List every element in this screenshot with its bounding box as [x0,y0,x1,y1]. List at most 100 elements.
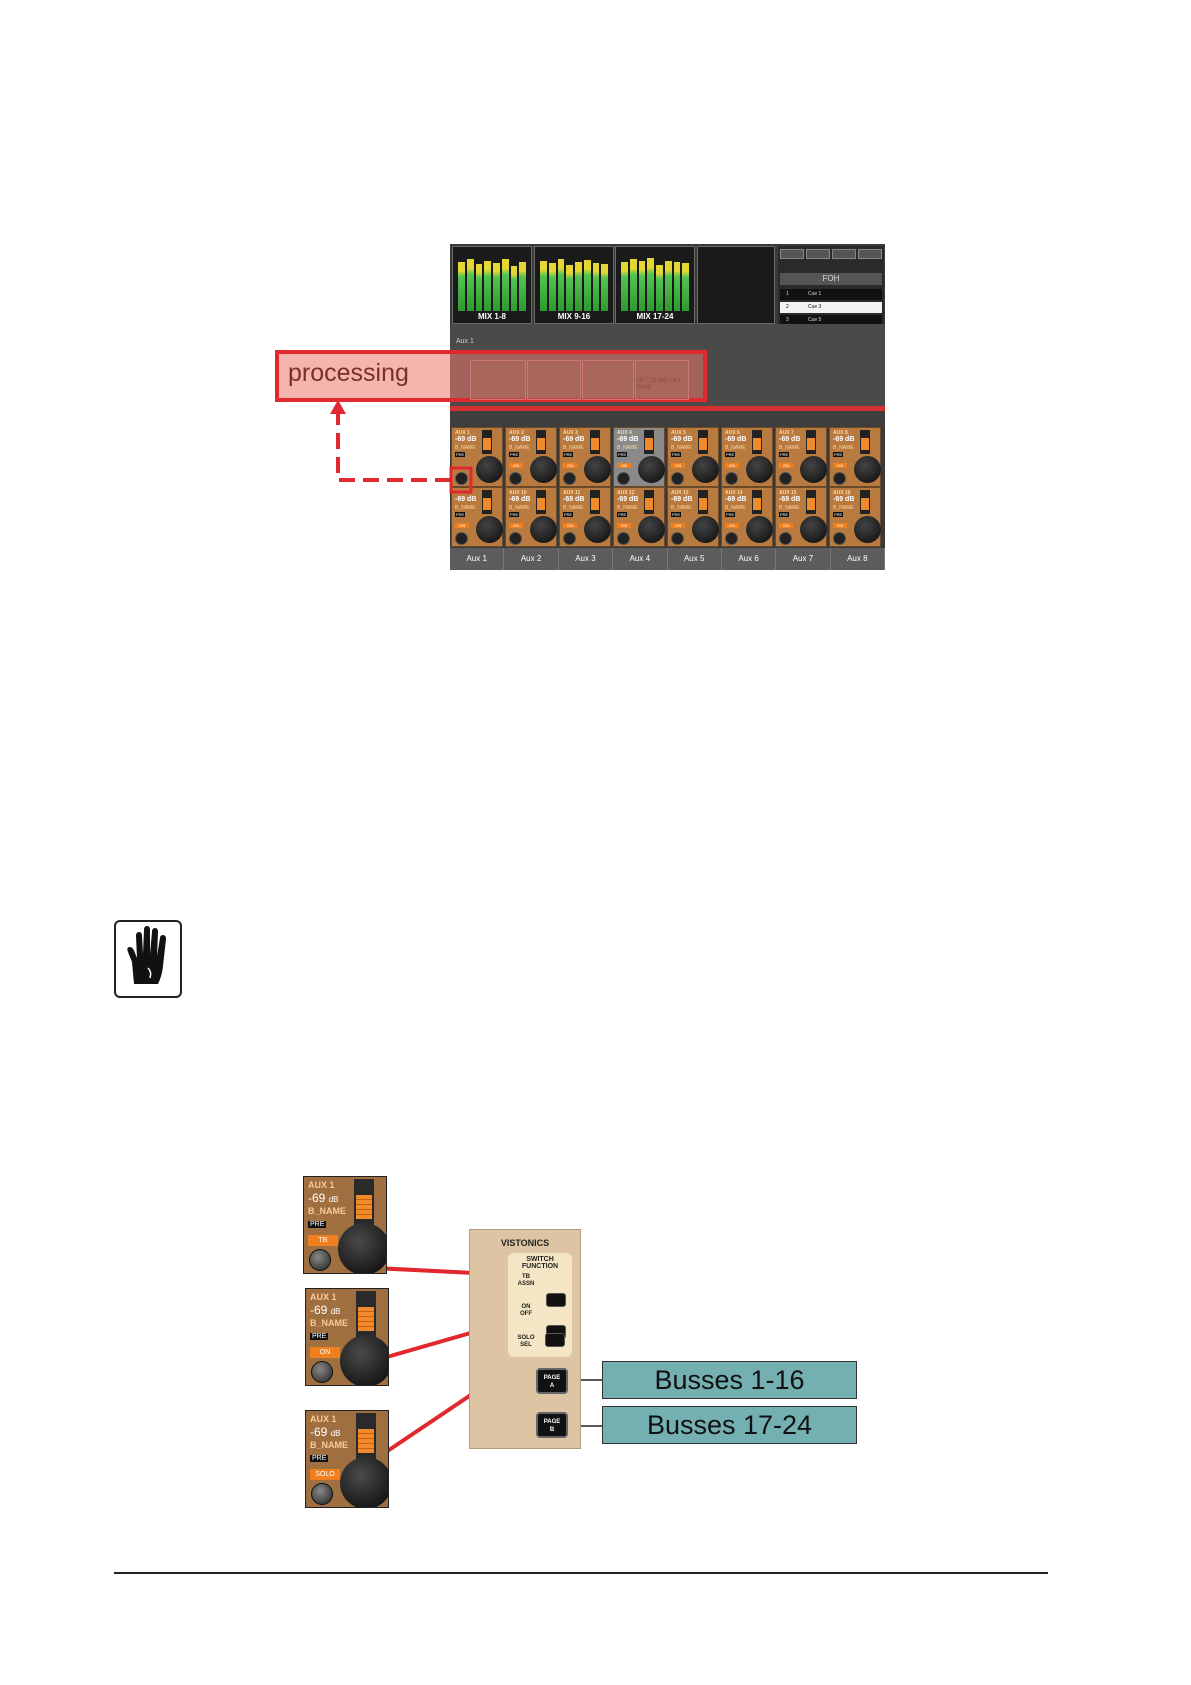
tab-aux-3[interactable]: Aux 3 [559,548,614,570]
fader-cap[interactable] [807,498,815,510]
rotary-knob[interactable] [340,1335,388,1385]
fader-cap[interactable] [358,1307,374,1331]
switch-button[interactable] [617,532,630,545]
fader-cap[interactable] [358,1429,374,1453]
switch-button[interactable] [833,472,846,485]
foh-button[interactable] [806,249,830,259]
fader[interactable] [644,490,654,514]
fader[interactable] [590,490,600,514]
on-button[interactable]: ON [617,463,631,468]
fader-cap[interactable] [645,498,653,510]
rotary-knob[interactable] [746,516,773,543]
tab-aux-7[interactable]: Aux 7 [776,548,831,570]
fader[interactable] [806,430,816,454]
fader[interactable] [806,490,816,514]
fader[interactable] [536,490,546,514]
switch-button[interactable] [725,532,738,545]
function-button[interactable]: TB [308,1235,338,1246]
foh-button[interactable] [780,249,804,259]
fader-cap[interactable] [753,498,761,510]
tab-aux-4[interactable]: Aux 4 [613,548,668,570]
rotary-knob[interactable] [638,516,665,543]
switch-button[interactable] [309,1249,331,1271]
switch-button[interactable] [617,472,630,485]
on-button[interactable]: ON [509,523,523,528]
on-button[interactable]: ON [779,523,793,528]
meter-panel-mix-1-8[interactable]: MIX 1-8 [452,246,532,324]
fader-cap[interactable] [356,1195,372,1219]
rotary-knob[interactable] [746,456,773,483]
fader-cap[interactable] [483,498,491,510]
function-button[interactable]: SOLO [310,1469,340,1480]
tab-aux-8[interactable]: Aux 8 [831,548,885,570]
tab-aux-1[interactable]: Aux 1 [450,548,505,570]
switch-button[interactable] [725,472,738,485]
switch-button[interactable] [311,1361,333,1383]
rotary-knob[interactable] [476,456,503,483]
switch-button[interactable] [509,472,522,485]
on-button[interactable]: ON [509,463,523,468]
fader[interactable] [482,430,492,454]
switch-button[interactable] [563,532,576,545]
rotary-knob[interactable] [340,1457,388,1507]
switch-button[interactable] [833,532,846,545]
tab-aux-6[interactable]: Aux 6 [722,548,777,570]
on-button[interactable]: ON [725,463,739,468]
switch-button[interactable] [779,472,792,485]
fader-cap[interactable] [699,498,707,510]
solo-sel-switch[interactable] [545,1333,565,1347]
rotary-knob[interactable] [692,516,719,543]
switch-button[interactable] [779,532,792,545]
foh-button[interactable] [858,249,882,259]
fader[interactable] [752,430,762,454]
fader[interactable] [482,490,492,514]
switch-button[interactable] [455,472,468,485]
rotary-knob[interactable] [800,456,827,483]
rotary-knob[interactable] [476,516,503,543]
switch-button[interactable] [671,472,684,485]
on-button[interactable]: ON [671,523,685,528]
rotary-knob[interactable] [584,516,611,543]
fader[interactable] [860,430,870,454]
rotary-knob[interactable] [584,456,611,483]
fader[interactable] [536,430,546,454]
meter-panel-mix-9-16[interactable]: MIX 9-16 [534,246,614,324]
rotary-knob[interactable] [854,456,881,483]
on-button[interactable]: ON [833,523,847,528]
tab-aux-5[interactable]: Aux 5 [668,548,722,570]
fader-cap[interactable] [537,498,545,510]
on-button[interactable]: ON [833,463,847,468]
rotary-knob[interactable] [530,516,557,543]
rotary-knob[interactable] [530,456,557,483]
rotary-knob[interactable] [692,456,719,483]
on-button[interactable]: ON [725,523,739,528]
tab-aux-2[interactable]: Aux 2 [504,548,559,570]
rotary-knob[interactable] [854,516,881,543]
switch-button[interactable] [455,532,468,545]
fader[interactable] [698,490,708,514]
fader[interactable] [356,1413,376,1463]
fader-cap[interactable] [645,438,653,450]
fader-cap[interactable] [591,498,599,510]
fader-cap[interactable] [483,438,491,450]
switch-button[interactable] [563,472,576,485]
rotary-knob[interactable] [638,456,665,483]
fader[interactable] [752,490,762,514]
fader[interactable] [860,490,870,514]
